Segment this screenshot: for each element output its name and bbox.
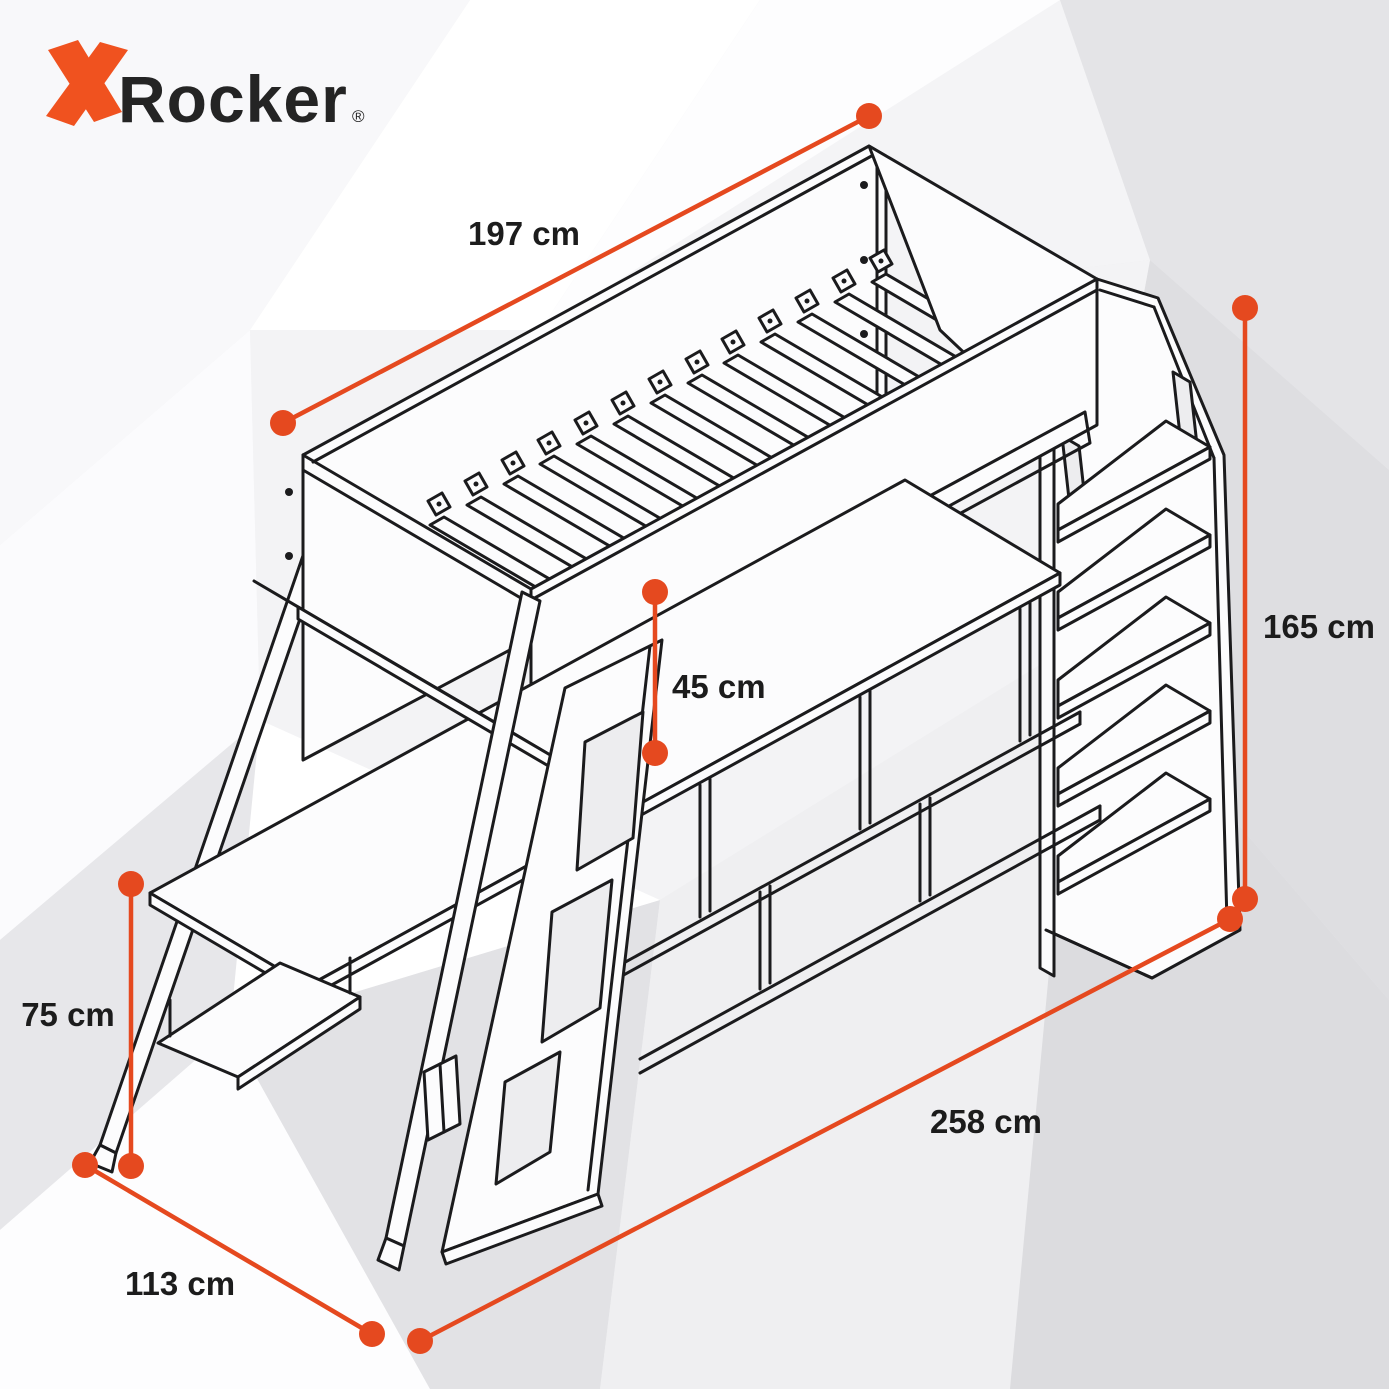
under-desk-shelves xyxy=(598,601,1102,1075)
loft-bed-drawing xyxy=(88,144,1242,1272)
front-right-leg-panel xyxy=(440,638,664,1266)
dimension-label-258: 258 cm xyxy=(930,1103,1042,1140)
dimension-annotations: 197 cm 165 cm 45 cm 75 cm 113 cm xyxy=(21,103,1375,1354)
dimension-label-75: 75 cm xyxy=(21,996,115,1033)
x-logo-icon xyxy=(46,40,128,126)
dimension-197cm: 197 cm xyxy=(270,103,882,436)
brand-logo: Rocker ® xyxy=(46,40,365,136)
dimension-45cm: 45 cm xyxy=(642,579,766,766)
dimension-113cm: 113 cm xyxy=(72,1152,385,1347)
registered-mark-icon: ® xyxy=(352,107,365,126)
keyboard-tray xyxy=(156,956,362,1091)
dimension-label-197: 197 cm xyxy=(468,215,580,252)
dimension-label-165: 165 cm xyxy=(1263,608,1375,645)
foot-end-rail xyxy=(301,453,533,606)
dimension-165cm: 165 cm xyxy=(1232,295,1375,912)
dimension-label-45: 45 cm xyxy=(672,668,766,705)
dimension-258cm: 258 cm xyxy=(407,906,1243,1354)
brand-name: Rocker xyxy=(118,62,348,136)
support-bracket xyxy=(422,1054,462,1142)
dimension-75cm: 75 cm xyxy=(21,871,144,1179)
dimension-label-113: 113 cm xyxy=(125,1265,235,1302)
